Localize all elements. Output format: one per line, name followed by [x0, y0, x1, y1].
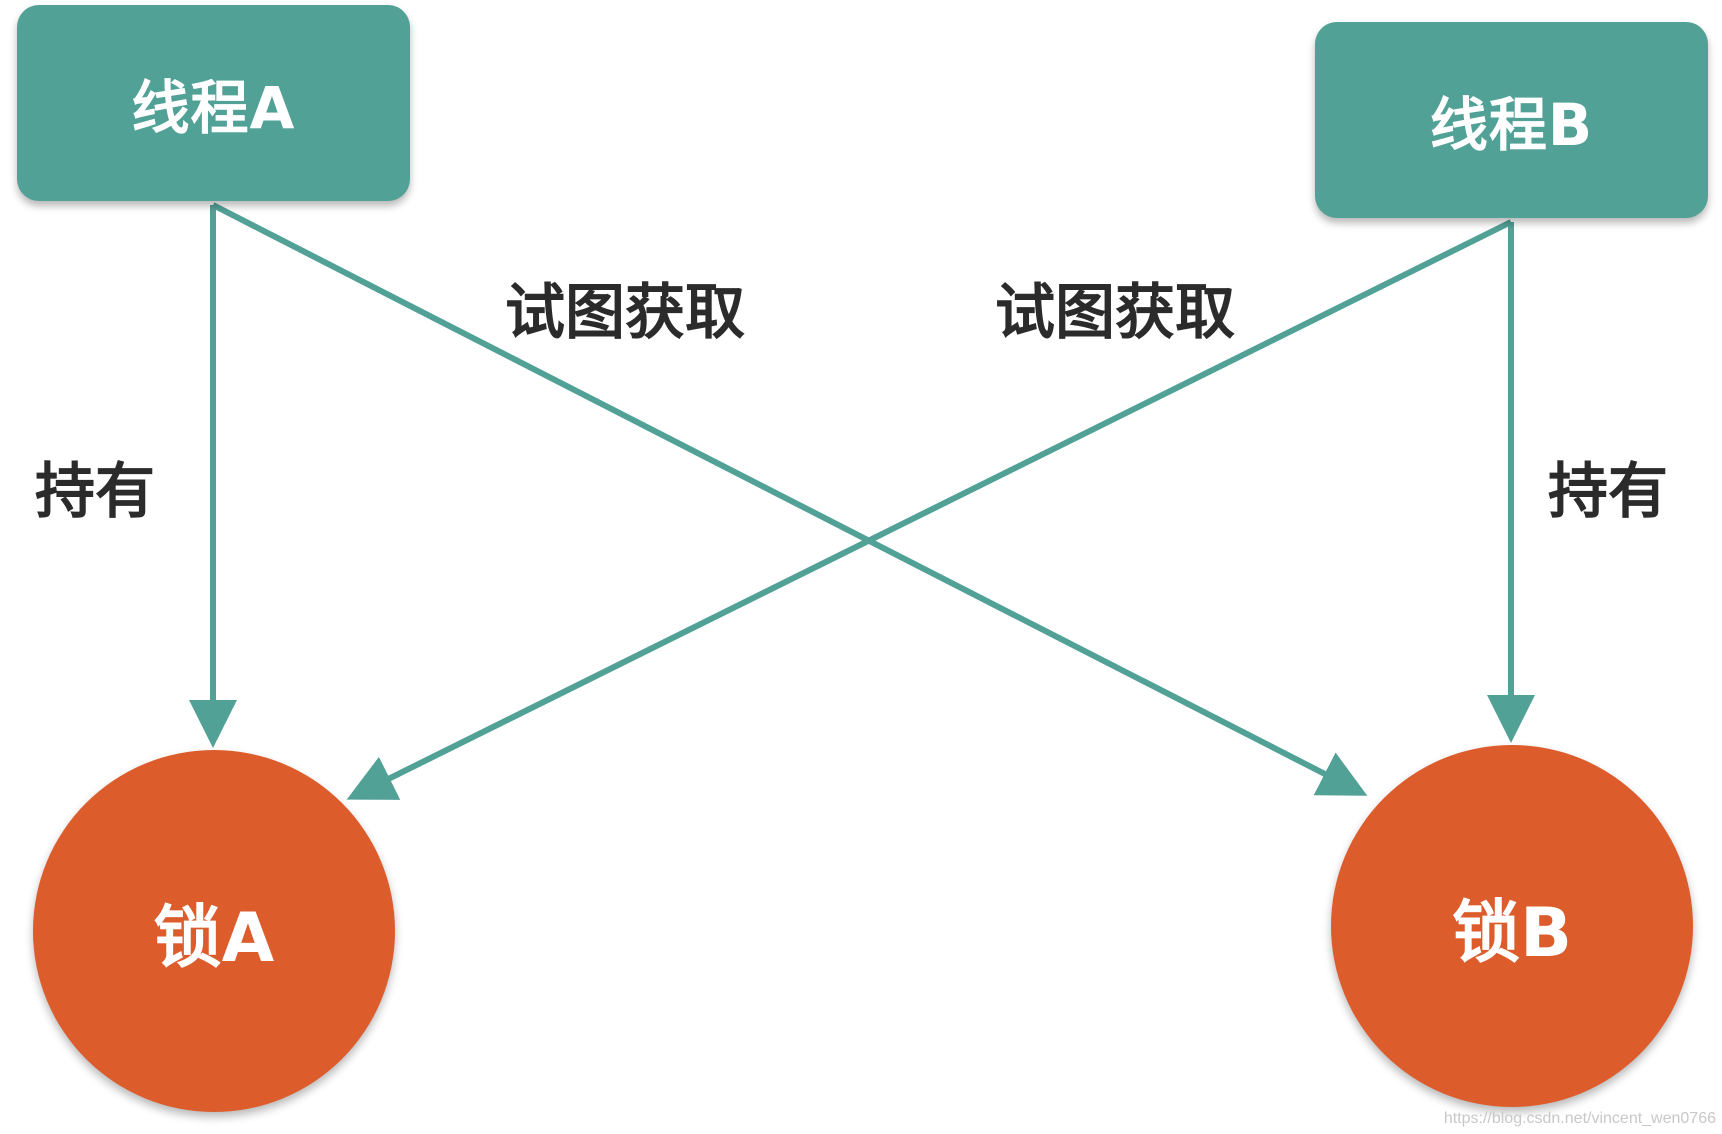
edge-try-b [346, 219, 1513, 800]
edge-label-hold-a: 持有 [35, 457, 155, 527]
thread-b-node: 线程B [1315, 22, 1708, 218]
thread-b-label: 线程B [1429, 91, 1594, 159]
thread-a-node: 线程A [17, 5, 410, 201]
lock-b-node: 锁B [1331, 745, 1693, 1107]
edge-label-try-a: 试图获取 [505, 278, 745, 348]
edge-try-a [211, 202, 1368, 796]
edge-label-try-b: 试图获取 [995, 278, 1235, 348]
lock-a-label: 锁A [153, 898, 275, 978]
lock-b-label: 锁B [1452, 893, 1572, 973]
thread-a-label: 线程A [131, 74, 296, 142]
lock-a-node: 锁A [33, 750, 395, 1112]
watermark-text: https://blog.csdn.net/vincent_wen0766 [1443, 1110, 1716, 1127]
edge-label-hold-b: 持有 [1548, 457, 1668, 527]
